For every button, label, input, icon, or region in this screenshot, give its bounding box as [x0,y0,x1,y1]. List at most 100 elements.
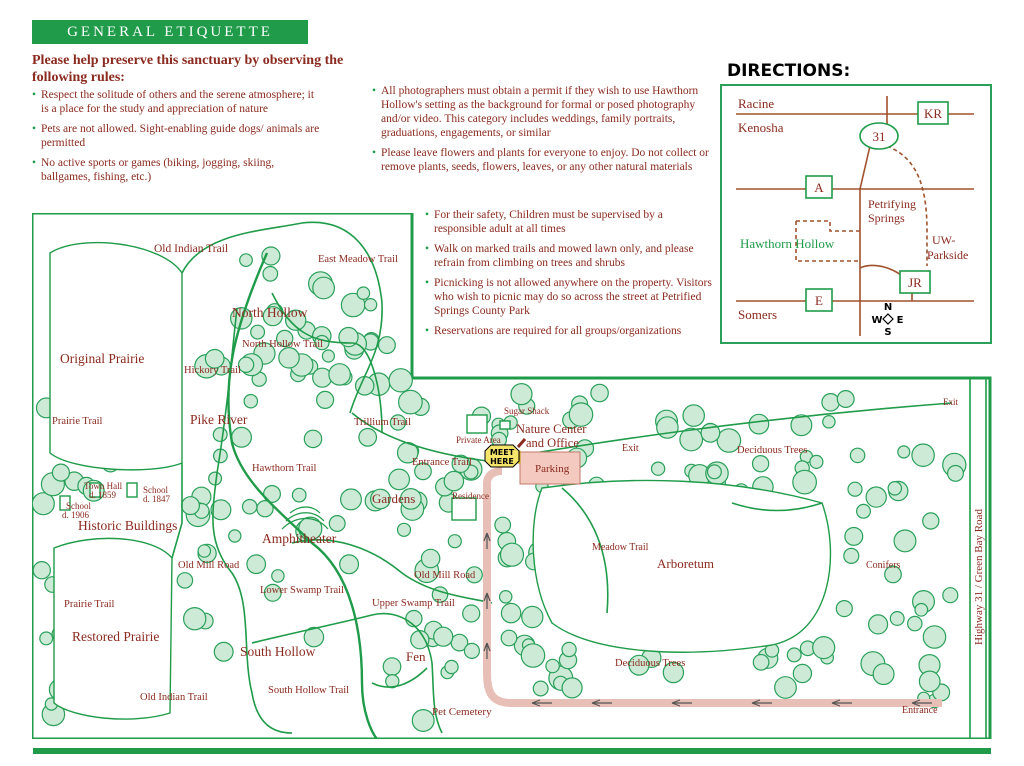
label-pike-river: Pike River [190,412,248,427]
tree-cluster [278,347,300,369]
tree-cluster [462,604,481,623]
compass-icon: N S W E [871,302,903,338]
tree-cluster [32,492,55,516]
label-meadow-trail: Meadow Trail [592,542,649,553]
highway-31 [969,378,987,739]
drive-arrow [483,532,491,549]
label-private-area: Private Area [456,435,501,445]
tree-cluster [821,393,840,412]
tree-cluster [786,647,802,663]
tree-cluster [447,534,462,549]
tree-cluster [897,445,911,459]
rule-item: Respect the solitude of others and the s… [32,88,322,116]
label-town-hall: Town Hall [84,481,123,491]
tree-cluster [942,587,959,604]
tree-cluster [328,363,351,386]
tree-cluster [847,481,863,497]
drive-arrow [831,699,852,707]
label-original-prairie: Original Prairie [60,351,144,366]
tree-cluster [241,498,258,515]
etiquette-banner: GENERAL ETIQUETTE [32,20,308,44]
tree-cluster [410,630,430,650]
tree-cluster [561,677,583,699]
rule-item: Please leave flowers and plants for ever… [372,146,712,174]
sugar-shack-building [499,420,511,430]
label-south-hollow: South Hollow [240,644,316,659]
map-labels: Old Indian Trail East Meadow Trail North… [52,243,985,718]
tree-cluster [182,607,207,631]
private-area-building [466,414,488,434]
tree-cluster [500,602,522,624]
rule-item: All photographers must obtain a permit i… [372,84,712,140]
tree-cluster [210,499,232,521]
label-sugar-shack: Sugar Shack [504,406,550,416]
tree-cluster [748,413,770,435]
tree-cluster [922,512,940,530]
residence-building [451,497,477,521]
tree-cluster [370,488,391,510]
tree-cluster [212,427,228,443]
dir-badge-e: E [815,293,823,308]
directions-title: DIRECTIONS: [727,61,851,81]
label-town-hall-date: d. 1859 [89,490,117,500]
rule-item: Pets are not allowed. Sight-enabling gui… [32,122,322,150]
tree-cluster [181,496,201,516]
tree-cluster [231,426,253,448]
label-south-hollow-trail: South Hollow Trail [268,685,349,696]
tree-cluster [363,297,378,312]
dir-label-parkside: Parkside [927,248,968,262]
label-hickory-trail: Hickory Trail [184,365,241,376]
tree-cluster [32,561,52,580]
tree-cluster [312,276,336,300]
tree-cluster [865,486,887,508]
tree-cluster [716,428,742,453]
tree-cluster [377,336,396,355]
tree-cluster [321,349,335,363]
label-highway: Highway 31 / Green Bay Road [973,509,985,645]
label-old-mill-road-left: Old Mill Road [178,560,240,571]
tree-cluster [500,629,518,647]
compass-w: W [871,315,882,326]
tree-cluster [389,414,407,431]
label-residence: Residence [452,491,489,501]
tree-cluster [867,614,889,635]
rule-item: For their safety, Children must be super… [425,208,717,236]
tree-cluster [444,659,459,675]
school-building-1847 [126,482,138,498]
label-school-1906: School [66,501,92,511]
dir-label-somers: Somers [738,307,777,322]
dir-label-petrifying: Petrifying [868,197,916,211]
tree-cluster [316,390,335,409]
label-hawthorn-trail: Hawthorn Trail [252,463,317,474]
tree-cluster [243,393,259,409]
tree-cluster [465,566,483,584]
dir-badge-route-31: 31 [873,129,886,144]
tree-cluster [809,454,824,469]
tree-cluster [213,641,234,662]
tree-cluster [388,368,413,393]
label-prairie-trail-top: Prairie Trail [52,416,103,427]
parking-lot [519,451,581,485]
label-arboretum: Arboretum [657,556,714,571]
dir-badge-kr: KR [924,106,942,121]
sanctuary-map: Old Indian Trail East Meadow Trail North… [32,213,992,739]
tree-cluster [946,464,964,482]
tree-cluster [396,522,412,537]
tree-cluster [262,265,279,282]
directions-map-graphic: Racine Kenosha Somers Petrifying Springs… [736,96,974,338]
restored-prairie-area [53,537,173,720]
tree-cluster [906,615,923,632]
tree-cluster [561,641,577,658]
tree-cluster [451,454,470,473]
tree-cluster [889,611,905,627]
dir-label-hawthorn-hollow: Hawthorn Hollow [740,236,835,251]
tree-cluster [682,404,705,427]
tree-cluster [39,631,54,646]
label-fen: Fen [406,649,426,664]
tree-cluster [405,609,423,628]
label-conifers: Conifers [866,560,901,571]
tree-cluster [849,447,866,464]
tree-cluster [835,600,853,618]
tree-cluster [650,461,666,476]
entrance-drive [483,467,942,707]
